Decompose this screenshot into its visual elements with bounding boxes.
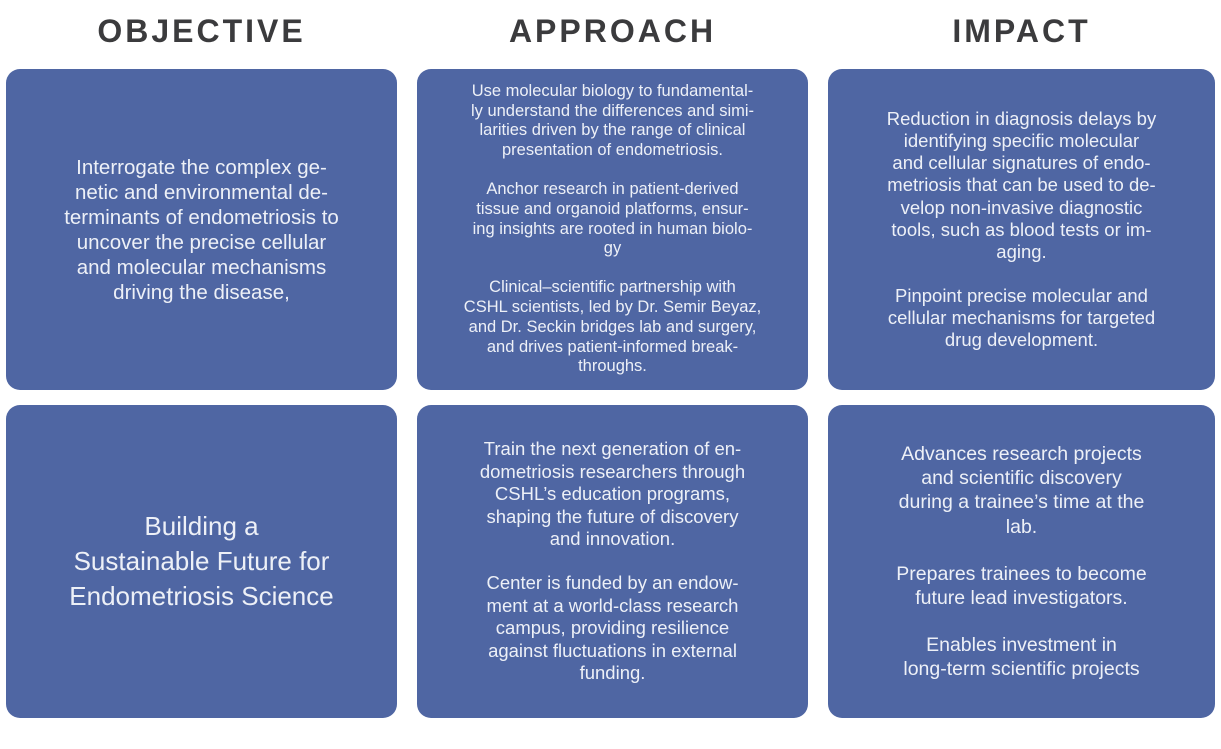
column-header-objective: OBJECTIVE	[6, 0, 397, 69]
card-approach-row2: Train the next generation of en- dometri…	[417, 405, 808, 718]
impact-row2-paragraph-3: Enables investment in long-term scientif…	[903, 633, 1140, 681]
approach-row1-paragraph-2: Anchor research in patient-derived tissu…	[472, 180, 753, 258]
objective-row1-paragraph: Interrogate the complex ge- netic and en…	[64, 155, 339, 304]
impact-row2-paragraph-2: Prepares trainees to become future lead …	[896, 562, 1147, 609]
impact-row2-paragraph-1: Advances research projects and scientifi…	[898, 442, 1145, 538]
objective-approach-impact-table: OBJECTIVE APPROACH IMPACT Interrogate th…	[6, 0, 1215, 718]
impact-row1-paragraph-1: Reduction in diagnosis delays by identif…	[886, 107, 1157, 263]
column-header-impact: IMPACT	[828, 0, 1215, 69]
card-objective-row2: Building a Sustainable Future for Endome…	[6, 405, 397, 718]
card-impact-row1: Reduction in diagnosis delays by identif…	[828, 69, 1215, 390]
approach-row1-paragraph-1: Use molecular biology to fundamental- ly…	[470, 81, 755, 160]
impact-row1-paragraph-2: Pinpoint precise molecular and cellular …	[887, 284, 1156, 350]
column-header-objective-label: OBJECTIVE	[97, 13, 306, 49]
column-header-impact-label: IMPACT	[952, 13, 1091, 49]
approach-row1-paragraph-3: Clinical–scientific partnership with CSH…	[463, 278, 762, 376]
approach-row2-paragraph-2: Center is funded by an endow- ment at a …	[486, 572, 739, 684]
column-header-approach-label: APPROACH	[508, 13, 717, 49]
objective-row2-title: Building a Sustainable Future for Endome…	[69, 510, 334, 612]
card-approach-row1: Use molecular biology to fundamental- ly…	[417, 69, 808, 390]
card-objective-row1: Interrogate the complex ge- netic and en…	[6, 69, 397, 390]
column-header-approach: APPROACH	[417, 0, 808, 69]
card-impact-row2: Advances research projects and scientifi…	[828, 405, 1215, 718]
approach-row2-paragraph-1: Train the next generation of en- dometri…	[479, 438, 746, 550]
